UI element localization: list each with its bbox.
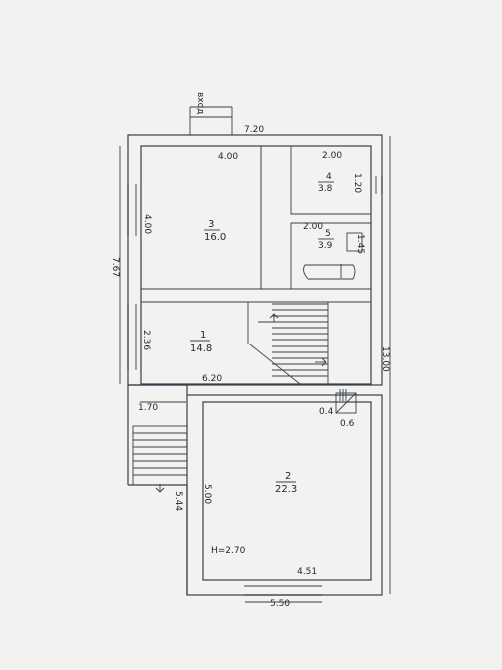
dimension-room4-height: 1.20	[352, 173, 362, 193]
lower-inner-wall	[202, 401, 372, 581]
dimension-room3-height: 4.00	[142, 214, 152, 234]
bath-fixtures	[303, 232, 363, 280]
stair-arrow-2-head	[321, 357, 327, 367]
dimension-room2-width: 4.51	[297, 567, 317, 577]
room-1-area: 14.8	[190, 343, 212, 354]
room-5-area: 3.9	[318, 241, 333, 251]
stair-arrow-head	[155, 487, 165, 493]
boiler-corner	[335, 389, 357, 414]
dimension-room2-height: 5.00	[202, 484, 212, 504]
room-1-number: 1	[200, 330, 206, 341]
dimension-bottom-width: 5.50	[270, 599, 290, 609]
room-5-number: 5	[325, 229, 331, 239]
doors-and-openings	[127, 106, 383, 596]
dimension-right-height: 13.00	[380, 346, 390, 372]
stairs-lower-left	[132, 425, 188, 493]
dimension-room5-width: 2.00	[303, 222, 323, 232]
dimension-left-height: 7.67	[110, 257, 120, 277]
boiler-diagonal	[335, 392, 357, 414]
dimension-room1-height: 2.36	[141, 330, 151, 350]
room-4-area: 3.8	[318, 184, 333, 194]
dimension-stair-height: 5.44	[173, 491, 183, 511]
bathtub	[303, 264, 356, 280]
dimension-small-width: 0.4	[319, 407, 334, 417]
room-2-area: 22.3	[275, 484, 297, 495]
stair-arrow-path	[258, 314, 275, 323]
dimension-stair-width: 1.70	[138, 403, 158, 413]
dimension-labels: вход 7.20 4.00 2.00 1.20 2.00 1.45 4.00 …	[110, 92, 390, 609]
dimension-room3-width: 4.00	[218, 152, 238, 162]
room-labels: 3 16.0 4 3.8 5 3.9 1 14.8 2 22.3	[190, 172, 334, 495]
dimension-room5-height: 1.45	[355, 234, 365, 254]
dimension-small-height: 0.6	[340, 419, 355, 429]
entrance-label: вход	[195, 92, 205, 114]
stairs-upper-middle	[258, 303, 328, 377]
dimension-ticks	[119, 136, 391, 603]
room-3-area: 16.0	[204, 232, 226, 243]
dimension-room1-width: 6.20	[202, 374, 222, 384]
stair-arrow-head	[269, 313, 279, 319]
sink	[346, 232, 363, 252]
room-4-number: 4	[326, 172, 332, 182]
room-2-number: 2	[285, 471, 291, 482]
ceiling-height-label: H=2.70	[211, 546, 246, 556]
room-3-number: 3	[208, 219, 214, 230]
dimension-room4-width: 2.00	[322, 151, 342, 161]
dimension-top-width: 7.20	[244, 125, 264, 135]
